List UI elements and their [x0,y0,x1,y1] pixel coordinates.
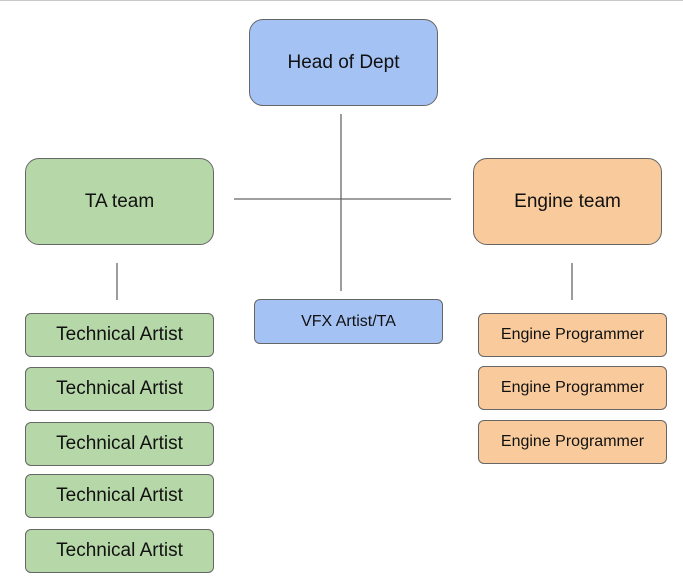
engine-team-box: Engine team [473,158,662,245]
engine-programmer-label: Engine Programmer [500,326,645,343]
engine-programmer-label: Engine Programmer [500,379,645,396]
head-of-dept-box: Head of Dept [249,19,438,106]
technical-artist-label: Technical Artist [56,324,183,345]
technical-artist-label: Technical Artist [56,433,183,454]
ta-team-label: TA team [84,190,155,212]
engine-programmer-box: Engine Programmer [478,313,667,357]
engine-programmer-box: Engine Programmer [478,420,667,464]
engine-programmer-label: Engine Programmer [500,433,645,450]
technical-artist-box: Technical Artist [25,474,214,518]
ta-team-box: TA team [25,158,214,245]
technical-artist-box: Technical Artist [25,422,214,466]
technical-artist-box: Technical Artist [25,529,214,573]
engine-programmer-box: Engine Programmer [478,366,667,410]
technical-artist-label: Technical Artist [56,485,183,506]
engine-team-label: Engine team [514,190,621,212]
technical-artist-label: Technical Artist [56,540,183,561]
vfx-artist-box: VFX Artist/TA [254,299,443,344]
technical-artist-box: Technical Artist [25,367,214,411]
technical-artist-box: Technical Artist [25,313,214,357]
technical-artist-label: Technical Artist [56,378,183,399]
head-of-dept-label: Head of Dept [287,51,400,73]
vfx-artist-label: VFX Artist/TA [301,312,396,330]
